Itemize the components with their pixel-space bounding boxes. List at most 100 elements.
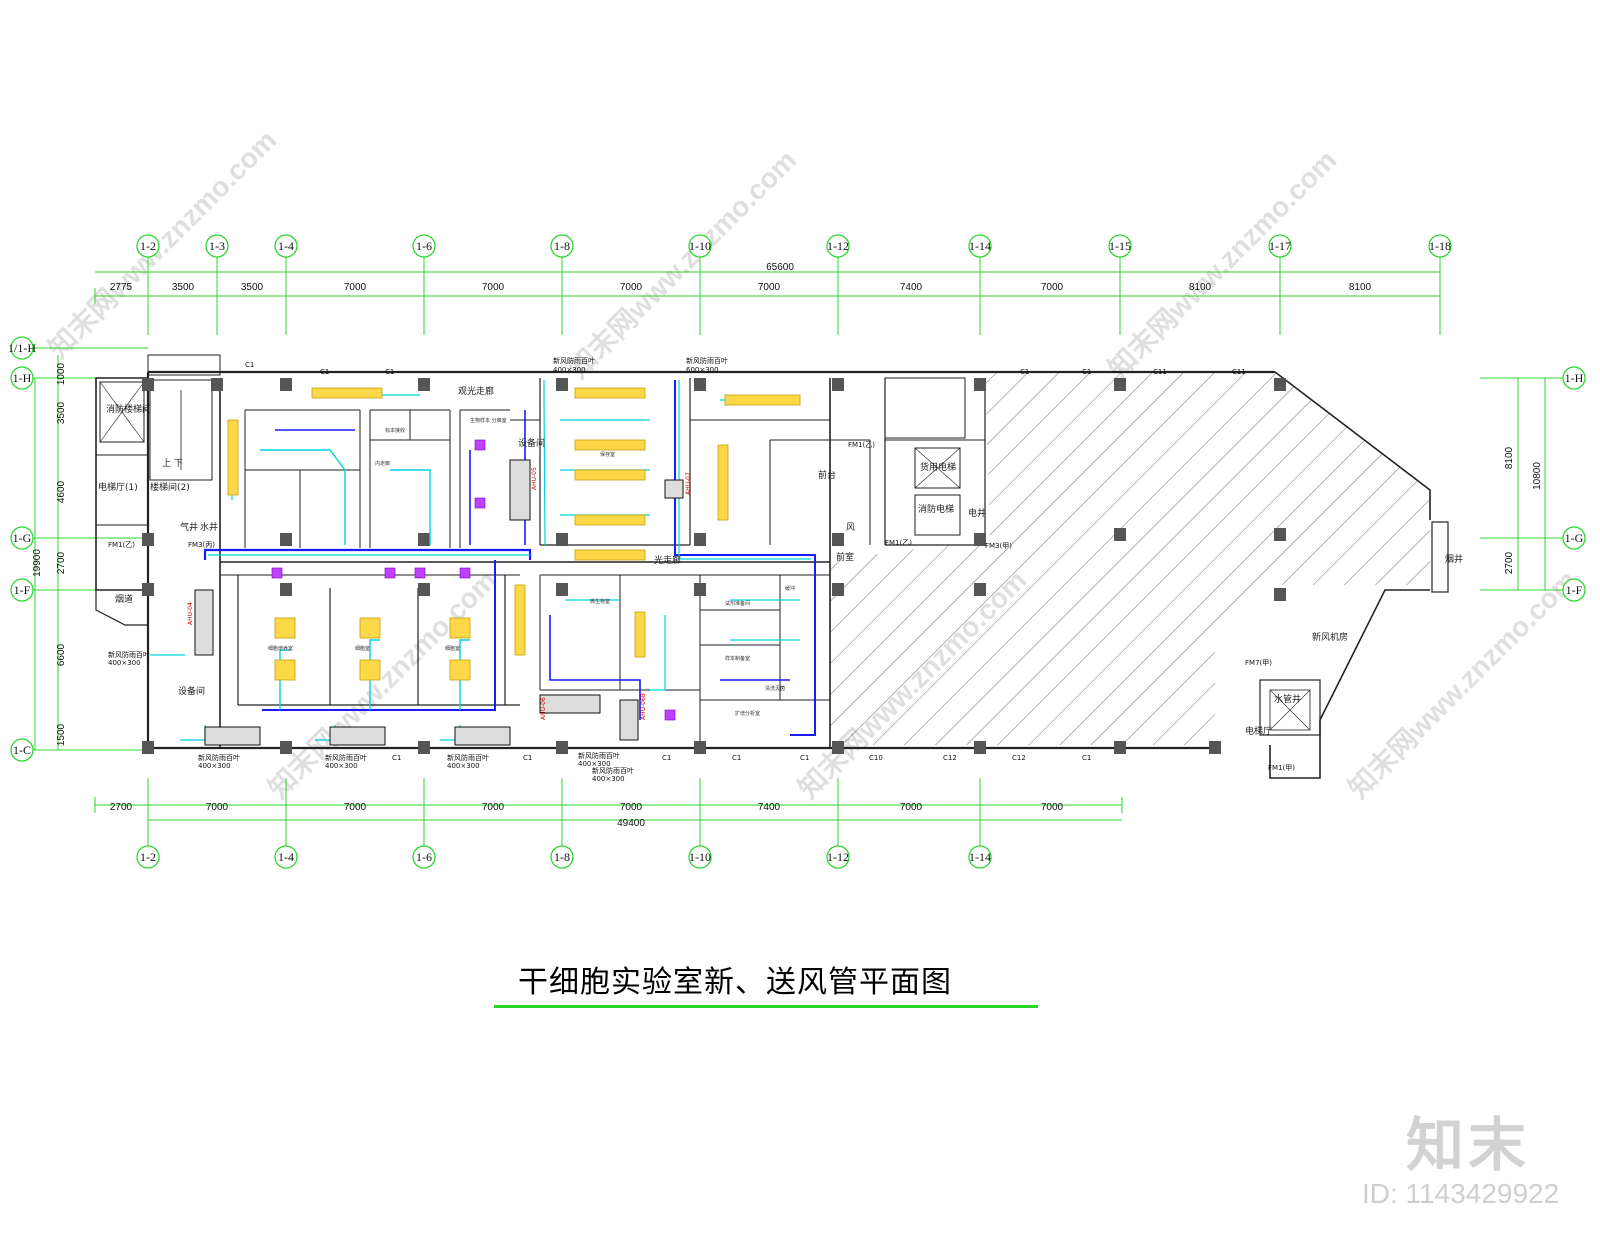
axis-bubble: 1-6 bbox=[412, 234, 436, 258]
axis-bubble: 1-8 bbox=[550, 845, 574, 869]
column bbox=[694, 533, 706, 546]
window-tag: C1 bbox=[523, 754, 532, 762]
louver-size: 400×300 bbox=[592, 775, 625, 783]
axis-bubble: 1-14 bbox=[968, 234, 992, 258]
dim-left-seg: 2700 bbox=[56, 551, 67, 574]
axis-label: 1-F bbox=[1566, 583, 1583, 597]
axis-bubble: 1-10 bbox=[688, 845, 712, 869]
dim-left-seg: 3500 bbox=[56, 401, 67, 424]
column bbox=[1274, 378, 1286, 391]
louver-size: 400×300 bbox=[447, 762, 480, 770]
dim-bottom-total: 49400 bbox=[617, 818, 645, 829]
window-tag: C1 bbox=[800, 754, 809, 762]
column bbox=[280, 583, 292, 596]
axis-bubble: 1-17 bbox=[1268, 234, 1292, 258]
ahu-label: AHU-07 bbox=[685, 472, 692, 495]
dim-bottom-seg: 7000 bbox=[344, 802, 367, 813]
ahu-label: AHU-06B bbox=[640, 693, 647, 720]
axis-label: 1-F bbox=[14, 583, 31, 597]
axis-label: 1-14 bbox=[969, 239, 991, 253]
column bbox=[1274, 528, 1286, 541]
axis-label: 1-17 bbox=[1269, 239, 1291, 253]
axis-bubble: 1-10 bbox=[688, 234, 712, 258]
dim-right-total: 10800 bbox=[1532, 462, 1543, 490]
window-tag: C10 bbox=[869, 754, 883, 762]
axis-label: 1-10 bbox=[689, 850, 711, 864]
column bbox=[974, 378, 986, 391]
axis-bubble: 1-F bbox=[10, 578, 34, 602]
column bbox=[142, 583, 154, 596]
column bbox=[1114, 378, 1126, 391]
air-handling-units bbox=[194, 459, 684, 746]
dim-top-total: 65600 bbox=[766, 262, 794, 273]
column bbox=[418, 741, 430, 754]
annotation-tags: FM1(乙) FM3(丙) FM1(乙) FM1(乙) FM3(甲) FM7(甲… bbox=[108, 356, 1295, 783]
louver-tag: 新风防雨百叶 bbox=[447, 753, 489, 762]
axis-bubble: 1-3 bbox=[205, 234, 229, 258]
door-tag: FM7(甲) bbox=[1245, 659, 1272, 667]
room-label: 货用电梯 bbox=[920, 461, 956, 473]
duct-network bbox=[150, 380, 816, 741]
dim-bottom-seg: 2700 bbox=[110, 802, 133, 813]
column bbox=[280, 378, 292, 391]
dim-top-seg: 7000 bbox=[758, 282, 781, 293]
axis-bubble: 1-G bbox=[1562, 526, 1586, 550]
louver-tag: 新风防雨百叶 bbox=[108, 650, 150, 659]
dimension-labels: 65600 2775 3500 3500 7000 7000 7000 7000… bbox=[32, 262, 1543, 829]
room-label: 楼梯间(2) bbox=[150, 481, 190, 493]
room-label: 试剂准备间 bbox=[725, 600, 750, 607]
column bbox=[556, 533, 568, 546]
column bbox=[1274, 588, 1286, 601]
axis-label: 1-G bbox=[13, 531, 32, 545]
window-tag: C1 bbox=[1082, 754, 1091, 762]
axis-label: 1-4 bbox=[278, 850, 294, 864]
dim-left-seg: 1500 bbox=[56, 723, 67, 746]
room-label: 前台 bbox=[818, 469, 836, 481]
watermark: 知末网www.znzmo.com bbox=[1102, 143, 1343, 384]
axis-bubble: 1-4 bbox=[274, 234, 298, 258]
room-label: 细胞培养室 bbox=[268, 645, 293, 652]
room-label: 消防电梯 bbox=[918, 503, 954, 515]
column bbox=[1114, 741, 1126, 754]
axis-bubble: 1-G bbox=[10, 526, 34, 550]
louver-tag: 新风防雨百叶 bbox=[686, 356, 728, 365]
axis-bubble: 1-14 bbox=[968, 845, 992, 869]
room-label: 清洗灭菌 bbox=[765, 685, 785, 692]
room-label: 细胞室 bbox=[445, 645, 460, 652]
axis-label: 1-18 bbox=[1429, 239, 1451, 253]
window-tag: C1 bbox=[1020, 368, 1029, 376]
column bbox=[832, 741, 844, 754]
axis-label: 1-2 bbox=[140, 239, 156, 253]
dim-left-seg: 1000 bbox=[56, 362, 67, 385]
dim-left-seg: 4600 bbox=[56, 480, 67, 503]
axis-label: 1-C bbox=[13, 743, 31, 757]
room-label: 设备间 bbox=[518, 437, 545, 449]
dim-top-seg: 2775 bbox=[110, 282, 133, 293]
axis-bubble: 1-H bbox=[10, 366, 34, 390]
axis-bubble: 1-C bbox=[10, 738, 34, 762]
axis-label: 1-6 bbox=[416, 850, 432, 864]
room-label: 水管井 bbox=[1274, 693, 1301, 705]
structural-columns bbox=[142, 378, 1286, 754]
room-label: 设备间 bbox=[178, 685, 205, 697]
dim-bottom-seg: 7000 bbox=[900, 802, 923, 813]
louver-tag: 新风防雨百叶 bbox=[198, 753, 240, 762]
column bbox=[974, 741, 986, 754]
hatched-open-area bbox=[830, 372, 1430, 745]
ahu-label: AHU-05 bbox=[531, 467, 538, 490]
axis-label: 1-12 bbox=[827, 850, 849, 864]
ahu-label: AHU-06 bbox=[540, 697, 547, 720]
dim-top-seg: 7000 bbox=[1041, 282, 1064, 293]
axis-bubble: 1-4 bbox=[274, 845, 298, 869]
dim-top-seg: 3500 bbox=[172, 282, 195, 293]
axis-label: 1-6 bbox=[416, 239, 432, 253]
window-tag: C1 bbox=[662, 754, 671, 762]
louver-tag: 新风防雨百叶 bbox=[325, 753, 367, 762]
axis-bubble: 1-H bbox=[1562, 366, 1586, 390]
column bbox=[142, 741, 154, 754]
watermark: 知末网www.znzmo.com bbox=[1342, 563, 1583, 804]
dim-bottom-seg: 7000 bbox=[206, 802, 229, 813]
louver-size: 400×300 bbox=[578, 760, 611, 768]
louver-size: 400×300 bbox=[553, 366, 586, 374]
